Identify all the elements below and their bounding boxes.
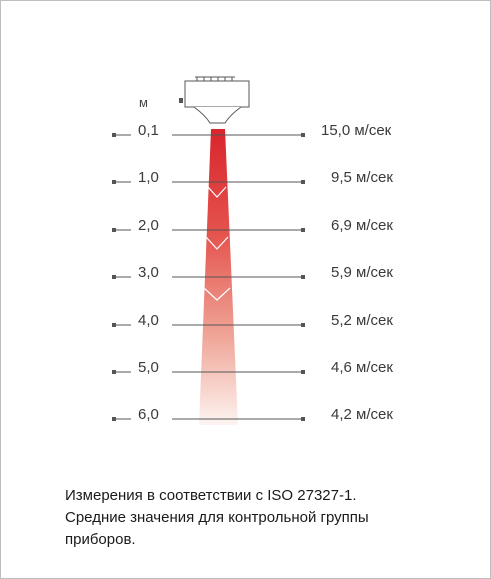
speed-label: 5,9 м/сек — [331, 264, 393, 281]
speed-label: 9,5 м/сек — [331, 169, 393, 186]
distance-label: 6,0 — [138, 406, 159, 423]
distance-label: 1,0 — [138, 169, 159, 186]
device-icon — [179, 76, 250, 124]
unit-label: м — [139, 95, 148, 110]
flow-chevron — [205, 236, 229, 250]
line-end-markers — [112, 133, 305, 421]
speed-label: 15,0 м/сек — [321, 122, 392, 139]
caption-line: Измерения в соответствии с ISO 27327-1. — [65, 487, 357, 504]
distance-label: 4,0 — [138, 312, 159, 329]
distance-lines — [114, 134, 303, 420]
speed-label: 5,2 м/сек — [331, 312, 393, 329]
caption: Измерения в соответствии с ISO 27327-1. … — [65, 485, 465, 551]
caption-line: приборов. — [65, 531, 136, 548]
speed-label: 4,2 м/сек — [331, 406, 393, 423]
flow-chevron — [207, 186, 227, 198]
flow-chevron — [203, 287, 231, 301]
caption-line: Средние значения для контрольной группы — [65, 509, 369, 526]
distance-label: 3,0 — [138, 264, 159, 281]
speed-label: 6,9 м/сек — [331, 217, 393, 234]
speed-label: 4,6 м/сек — [331, 359, 393, 376]
distance-label: 0,1 — [138, 122, 159, 139]
distance-label: 5,0 — [138, 359, 159, 376]
distance-label: 2,0 — [138, 217, 159, 234]
